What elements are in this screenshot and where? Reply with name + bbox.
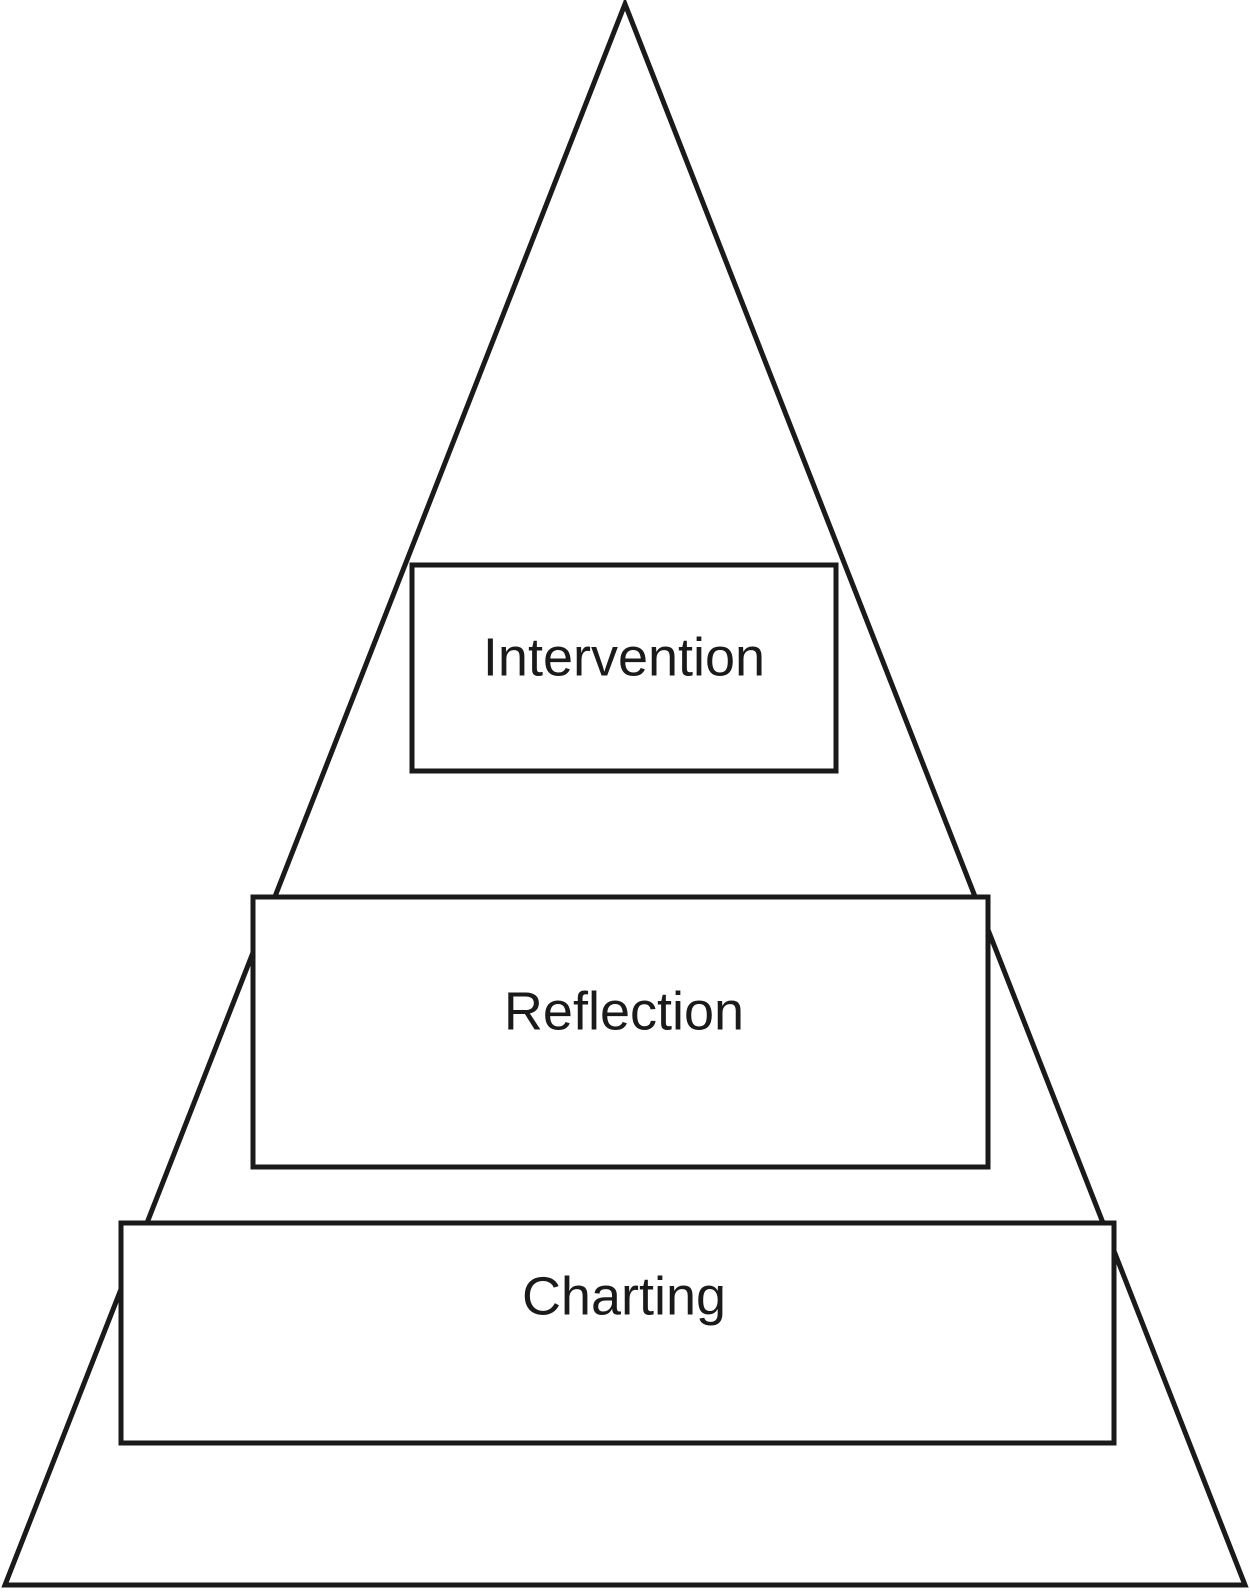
tier-box-charting (118, 1220, 1117, 1446)
tier-label-intervention: Intervention (483, 627, 765, 687)
tier-box-intervention (409, 562, 839, 774)
tier-label-charting: Charting (522, 1266, 726, 1326)
pyramid-tier-intervention: Intervention (409, 562, 839, 774)
pyramid-tier-charting: Charting (118, 1220, 1117, 1446)
tier-box-reflection (250, 894, 991, 1170)
pyramid-tier-reflection: Reflection (250, 894, 991, 1170)
tier-label-reflection: Reflection (504, 981, 744, 1041)
